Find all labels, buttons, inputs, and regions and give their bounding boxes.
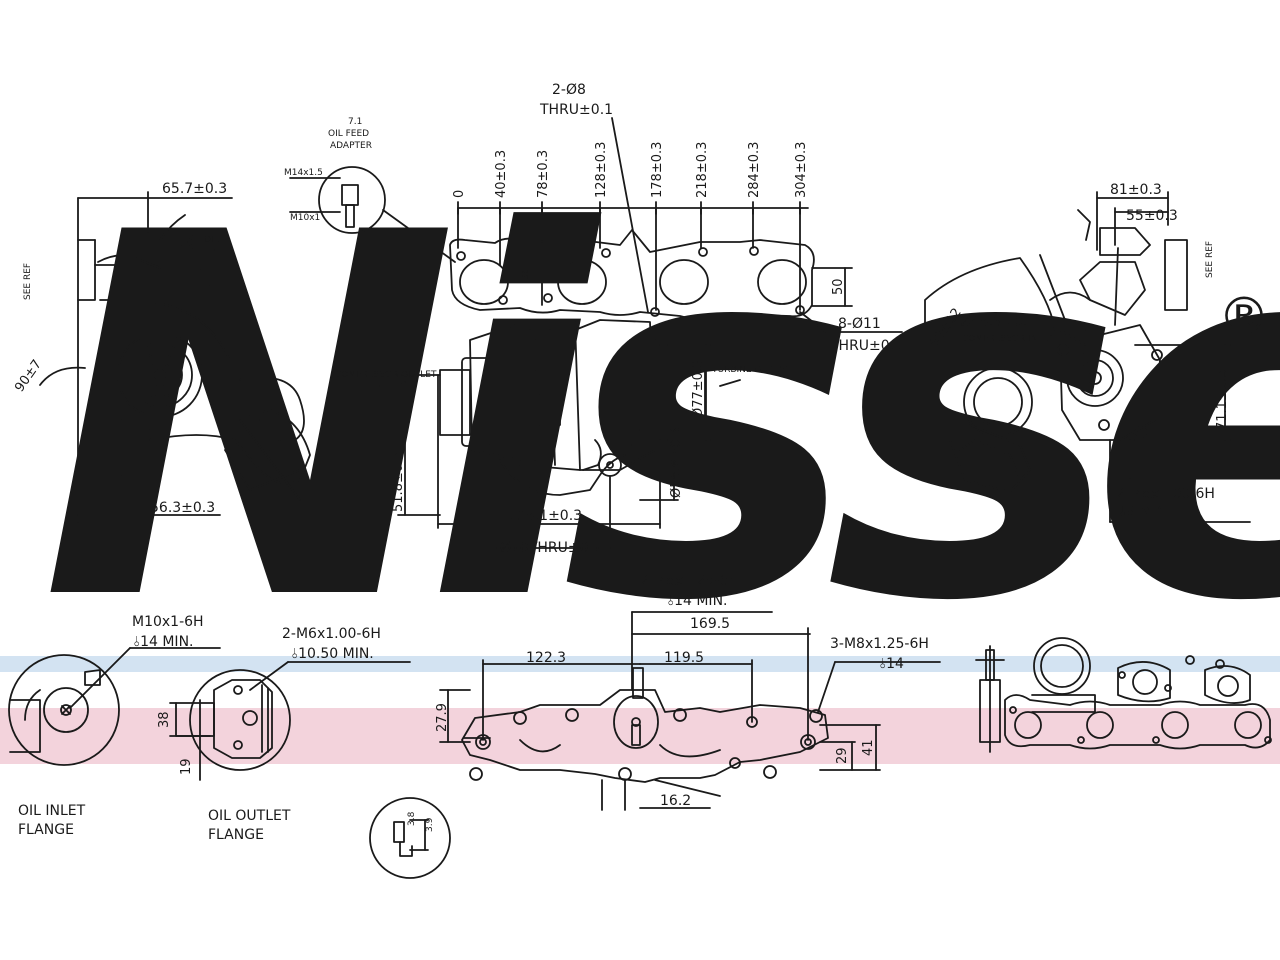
- compressor-outlet-label: COMPRESSOR OUTLET: [335, 370, 437, 380]
- small-dim-b: 3.9: [425, 817, 435, 832]
- small-detail: [369, 797, 451, 879]
- dim-169-5: 169.5: [690, 616, 730, 632]
- flange-pos-6: 284±0.3: [747, 142, 762, 198]
- oil-outlet-label-2: FLANGE: [208, 827, 264, 843]
- right-side-label: SEE REF: [1205, 241, 1215, 278]
- oil-outlet-thread-1: 2-M6x1.00-6H: [282, 626, 381, 642]
- left-oil-note: OIL: [204, 235, 219, 245]
- right-view: [924, 191, 1251, 523]
- center-inner-label: 36: [521, 268, 531, 280]
- flange-pos-3: 128±0.3: [594, 142, 609, 198]
- dim-38: 38: [157, 711, 172, 728]
- adapter-title-1: 7.1: [348, 117, 362, 127]
- flange-holes-1: 2-Ø8: [552, 82, 586, 98]
- flange-bolt-1: 8-Ø11: [838, 316, 881, 332]
- small-dim-a: 3.8: [407, 811, 417, 826]
- adapter-title-2: OIL FEED: [328, 129, 369, 139]
- right-thread-2: ⫰9 MIN.: [1120, 504, 1171, 520]
- dim-dia-77: Ø77±0.3: [691, 360, 706, 418]
- dim-55: 55±0.3: [1126, 208, 1178, 224]
- oil-outlet-flange: [169, 661, 411, 781]
- dim-65-7: 65.7±0.3: [162, 181, 227, 197]
- dim-119-5: 119.5: [664, 650, 704, 666]
- far-right-components: [975, 637, 1272, 753]
- dim-19: 19: [179, 758, 194, 775]
- oil-inlet-thread-1: M10x1-6H: [132, 614, 204, 630]
- oil-outlet-thread-2: ⫰10.50 MIN.: [292, 646, 374, 662]
- dim-16-2: 16.2: [660, 793, 691, 809]
- watermark: Nissens ®: [0, 128, 1280, 764]
- flange-pos-0: 0: [452, 190, 467, 198]
- dim-122-3: 122.3: [526, 650, 566, 666]
- flange-pos-2: 78±0.3: [536, 150, 551, 198]
- dim-195-1: 195.1±0.3: [508, 508, 582, 524]
- oil-outlet-label-1: OIL OUTLET: [208, 808, 291, 824]
- oil-inlet-label-1: OIL INLET: [18, 803, 86, 819]
- dim-45-9: Ø45.9±0.1: [960, 314, 1036, 330]
- center-body: [379, 319, 741, 549]
- right-thread-1: 2-M8x1.00-6H: [1116, 486, 1215, 502]
- oil-inlet-flange: [8, 647, 221, 766]
- adapter-thread-top: M14x1.5: [284, 168, 323, 178]
- dim-51-8: 51.8±0.3: [391, 451, 406, 512]
- flange-holes-2: THRU±0.1: [539, 102, 613, 118]
- watermark-registered: ®: [1218, 287, 1270, 347]
- oil-inlet-label-2: FLANGE: [18, 822, 74, 838]
- center-flange: [449, 117, 903, 333]
- flange-pos-5: 218±0.3: [695, 142, 710, 198]
- dim-27-9: 27.9: [435, 703, 450, 732]
- flange-bolt-2: THRU±0.1: [829, 338, 903, 354]
- manifold-thread-top-2: ⫰14 MIN.: [668, 593, 728, 609]
- manifold-thread-right-2: ⫰14: [880, 656, 904, 672]
- adapter-title-3: ADAPTER: [330, 141, 372, 151]
- compressor-inlet-label: COMPRESSOR INLET: [962, 334, 1054, 344]
- turbine-outlet-label: TURBINE OUTLET: [711, 365, 790, 375]
- dim-56-3: 56.3±0.3: [150, 500, 215, 516]
- flange-pos-1: 40±0.3: [494, 150, 509, 198]
- watermark-brand: Nissens: [40, 128, 1280, 710]
- flange-height-50: 50: [831, 278, 846, 295]
- oil-inlet-thread-2: ⫰14 MIN.: [134, 634, 194, 650]
- dim-29: 29: [835, 747, 850, 764]
- adapter-detail: [289, 166, 456, 263]
- bottom-manifold: [439, 611, 941, 811]
- flange-pos-4: 178±0.3: [650, 142, 665, 198]
- adapter-thread-bottom: M10x1: [290, 213, 320, 223]
- flange-pos-7: 304±0.3: [794, 142, 809, 198]
- manifold-thread-right-1: 3-M8x1.25-6H: [830, 636, 929, 652]
- manifold-thread-top-1: 2-M8x1.25-6H: [640, 573, 739, 589]
- left-side-label: SEE REF: [23, 263, 33, 300]
- dim-hole-10: Ø10THRU±0.1: [500, 540, 602, 556]
- dim-81: 81±0.3: [1110, 182, 1162, 198]
- left-view: [39, 191, 311, 523]
- dim-dia-55-6: Ø55.6±0.3: [669, 427, 684, 498]
- dim-41: 41: [861, 739, 876, 756]
- dim-71-1: 71.1±0.3: [1215, 369, 1230, 430]
